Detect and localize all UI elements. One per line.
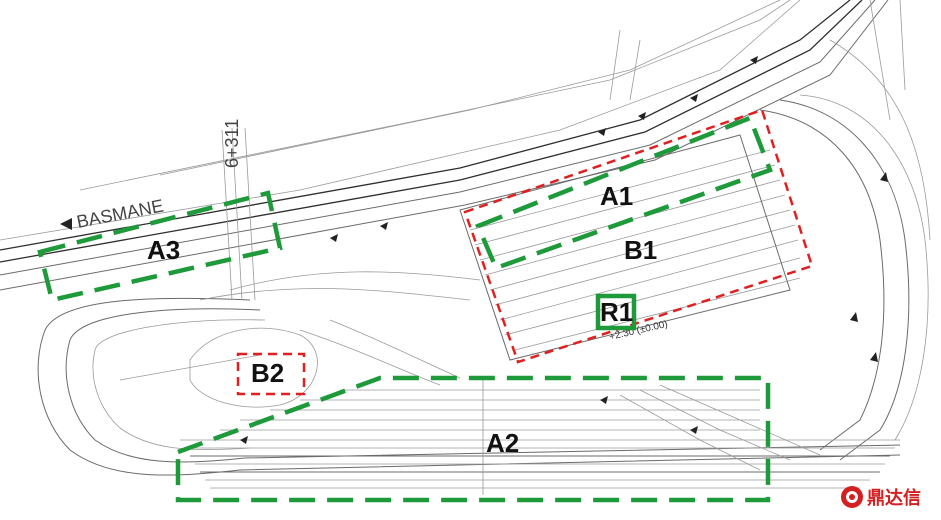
- zone-labels: A3 A1 B1 R1 B2 A2: [147, 181, 657, 458]
- zone-r1-label: R1: [600, 297, 633, 327]
- zone-a2-outline: [175, 375, 771, 503]
- zone-r1-outline: [595, 293, 637, 331]
- zone-a3-outline: [37, 190, 283, 303]
- track-network: [0, 0, 931, 495]
- watermark: 鼎达信: [841, 486, 921, 509]
- plan-annotations: BASMANE 6+311 +2.30 (±0.00): [60, 119, 669, 343]
- zone-b2-outline: [236, 352, 306, 396]
- zone-a2-label: A2: [486, 428, 519, 458]
- zone-a1-outline: [475, 115, 773, 271]
- zone-b1-outline: [463, 108, 814, 364]
- chainage-label: 6+311: [222, 119, 242, 168]
- direction-label: BASMANE: [75, 195, 165, 231]
- zone-b2-label: B2: [251, 358, 284, 388]
- zone-a3-label: A3: [147, 235, 180, 265]
- zone-overlays: [37, 108, 814, 503]
- zone-b1-label: B1: [624, 235, 657, 265]
- direction-arrow-icon: [60, 218, 72, 230]
- watermark-text: 鼎达信: [867, 487, 921, 509]
- zone-a1-label: A1: [600, 181, 633, 211]
